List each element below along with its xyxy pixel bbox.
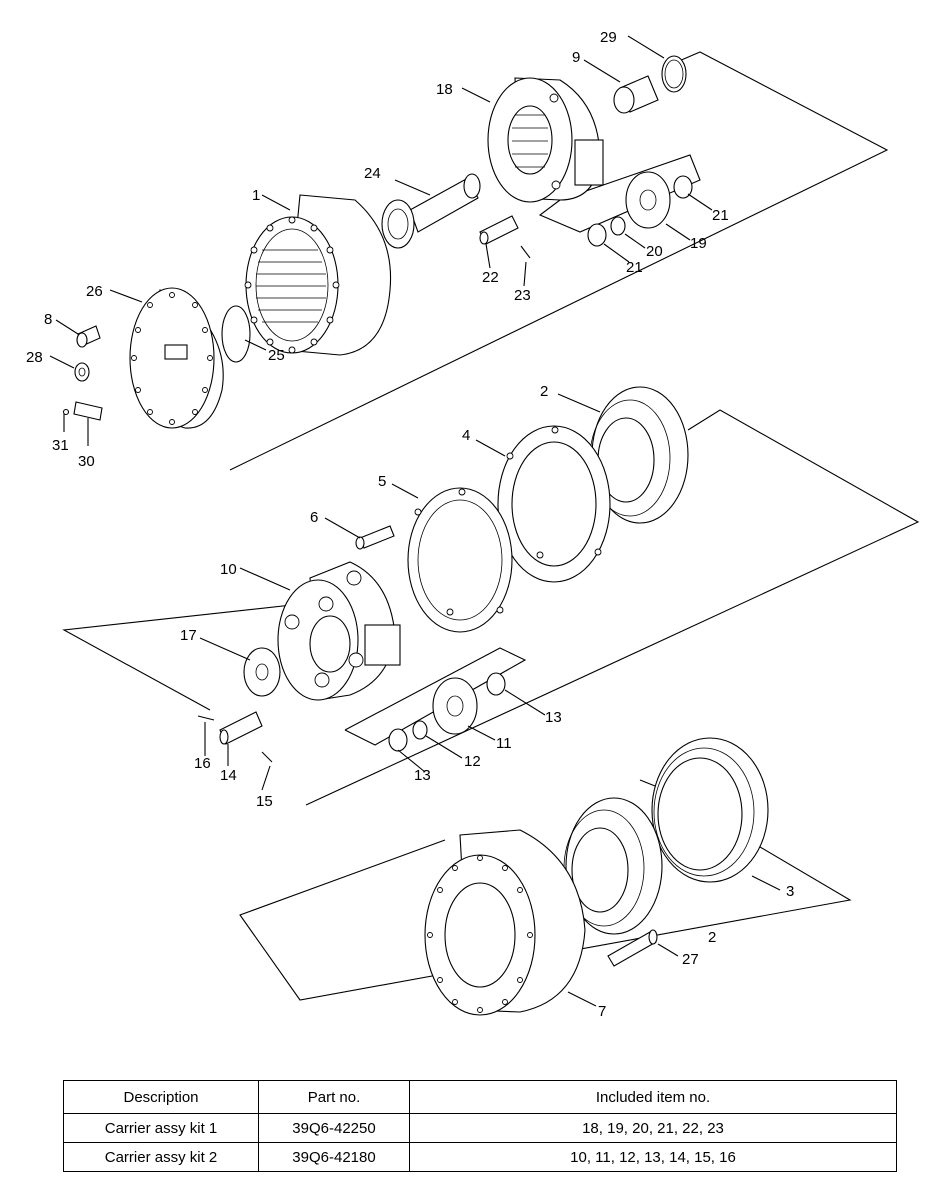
callout-19: 19: [690, 235, 707, 252]
part-10-carrier: [277, 561, 401, 701]
part-14-pin: [219, 711, 263, 745]
callout-14: 14: [220, 767, 237, 784]
part-23-spring-pin: [520, 245, 531, 259]
callout-30: 30: [78, 453, 95, 470]
part-13-thrust-washer: [388, 672, 506, 752]
part-27-bolt: [607, 929, 658, 967]
callout-24: 24: [364, 165, 381, 182]
part-21-thrust-washer: [587, 175, 693, 247]
part-12-needle: [412, 720, 428, 740]
callout-3: 3: [786, 883, 794, 900]
part-3-floating-seal: [651, 737, 769, 883]
table-header-row: Description Part no. Included item no.: [63, 1080, 897, 1114]
group-outline-middle: [62, 409, 920, 806]
callout-20: 20: [646, 243, 663, 260]
part-5-seal: [407, 487, 513, 633]
part-15-spring-pin: [261, 751, 273, 763]
callout-25: 25: [268, 347, 285, 364]
callout-29: 29: [600, 29, 617, 46]
table-row: Carrier assy kit 1 39Q6-42250 18, 19, 20…: [63, 1113, 897, 1143]
part-6-bolt: [355, 525, 395, 550]
part-7-hub: [424, 829, 586, 1016]
part-16-spring-pin: [197, 715, 215, 721]
group-outline-upper: [229, 51, 889, 471]
part-26-cover: [129, 287, 224, 429]
row-1-description: Carrier assy kit 1: [63, 1113, 259, 1143]
part-4-ring: [497, 425, 611, 583]
part-8-bolt: [76, 325, 101, 348]
part-20-needle: [610, 216, 626, 236]
callout-31: 31: [52, 437, 69, 454]
part-30-name-plate: [73, 401, 103, 421]
callout-12: 12: [464, 753, 481, 770]
part-17-sun-gear: [243, 647, 281, 697]
part-19-planet-gear: [625, 171, 671, 229]
part-9-bearing: [613, 75, 659, 114]
callout-18: 18: [436, 81, 453, 98]
part-28-plug-bolt: [74, 362, 90, 382]
callout-21-left: 21: [626, 259, 643, 276]
row-2-description: Carrier assy kit 2: [63, 1142, 259, 1172]
callout-15: 15: [256, 793, 273, 810]
row-1-part-no: 39Q6-42250: [258, 1113, 410, 1143]
callout-7: 7: [598, 1003, 606, 1020]
exploded-parts-diagram: 1 2 3 4 5 6 7 8 9 10 11 12 13 14 15 16 1…: [26, 29, 920, 1020]
col-part-no: Part no.: [258, 1080, 410, 1114]
callout-21-right: 21: [712, 207, 729, 224]
callout-6: 6: [310, 509, 318, 526]
callout-4: 4: [462, 427, 470, 444]
callout-1: 1: [252, 187, 260, 204]
part-25-plug: [221, 305, 251, 363]
row-1-included: 18, 19, 20, 21, 22, 23: [409, 1113, 897, 1143]
callout-2-lower: 2: [708, 929, 716, 946]
callout-2-upper: 2: [540, 383, 548, 400]
callout-26: 26: [86, 283, 103, 300]
callout-17: 17: [180, 627, 197, 644]
row-2-part-no: 39Q6-42180: [258, 1142, 410, 1172]
part-1-ring-gear: [244, 194, 392, 356]
callout-9: 9: [572, 49, 580, 66]
callout-13-left: 13: [414, 767, 431, 784]
part-29-snap-ring: [661, 55, 687, 93]
part-22-pin: [479, 215, 519, 245]
callout-22: 22: [482, 269, 499, 286]
part-24-drive-shaft: [381, 173, 481, 249]
callout-labels: 1 2 3 4 5 6 7 8 9 10 11 12 13 14 15 16 1…: [26, 29, 794, 1020]
col-included-items: Included item no.: [409, 1080, 897, 1114]
kit-table: Description Part no. Included item no. C…: [63, 1080, 897, 1172]
callout-28: 28: [26, 349, 43, 366]
table-row: Carrier assy kit 2 39Q6-42180 10, 11, 12…: [63, 1142, 897, 1172]
callout-10: 10: [220, 561, 237, 578]
part-11-planet-gear: [432, 677, 478, 735]
row-2-included: 10, 11, 12, 13, 14, 15, 16: [409, 1142, 897, 1172]
callout-16: 16: [194, 755, 211, 772]
leader-lines: [49, 35, 781, 1007]
part-2-bearing-lower: [563, 797, 663, 935]
callout-11: 11: [496, 735, 512, 752]
callout-8: 8: [44, 311, 52, 328]
part-31-rivet: [62, 408, 70, 416]
col-description: Description: [63, 1080, 259, 1114]
callout-23: 23: [514, 287, 531, 304]
callout-5: 5: [378, 473, 386, 490]
part-2-bearing-upper: [589, 386, 689, 524]
part-18-carrier: [487, 77, 604, 203]
callout-27: 27: [682, 951, 699, 968]
callout-13-right: 13: [545, 709, 562, 726]
